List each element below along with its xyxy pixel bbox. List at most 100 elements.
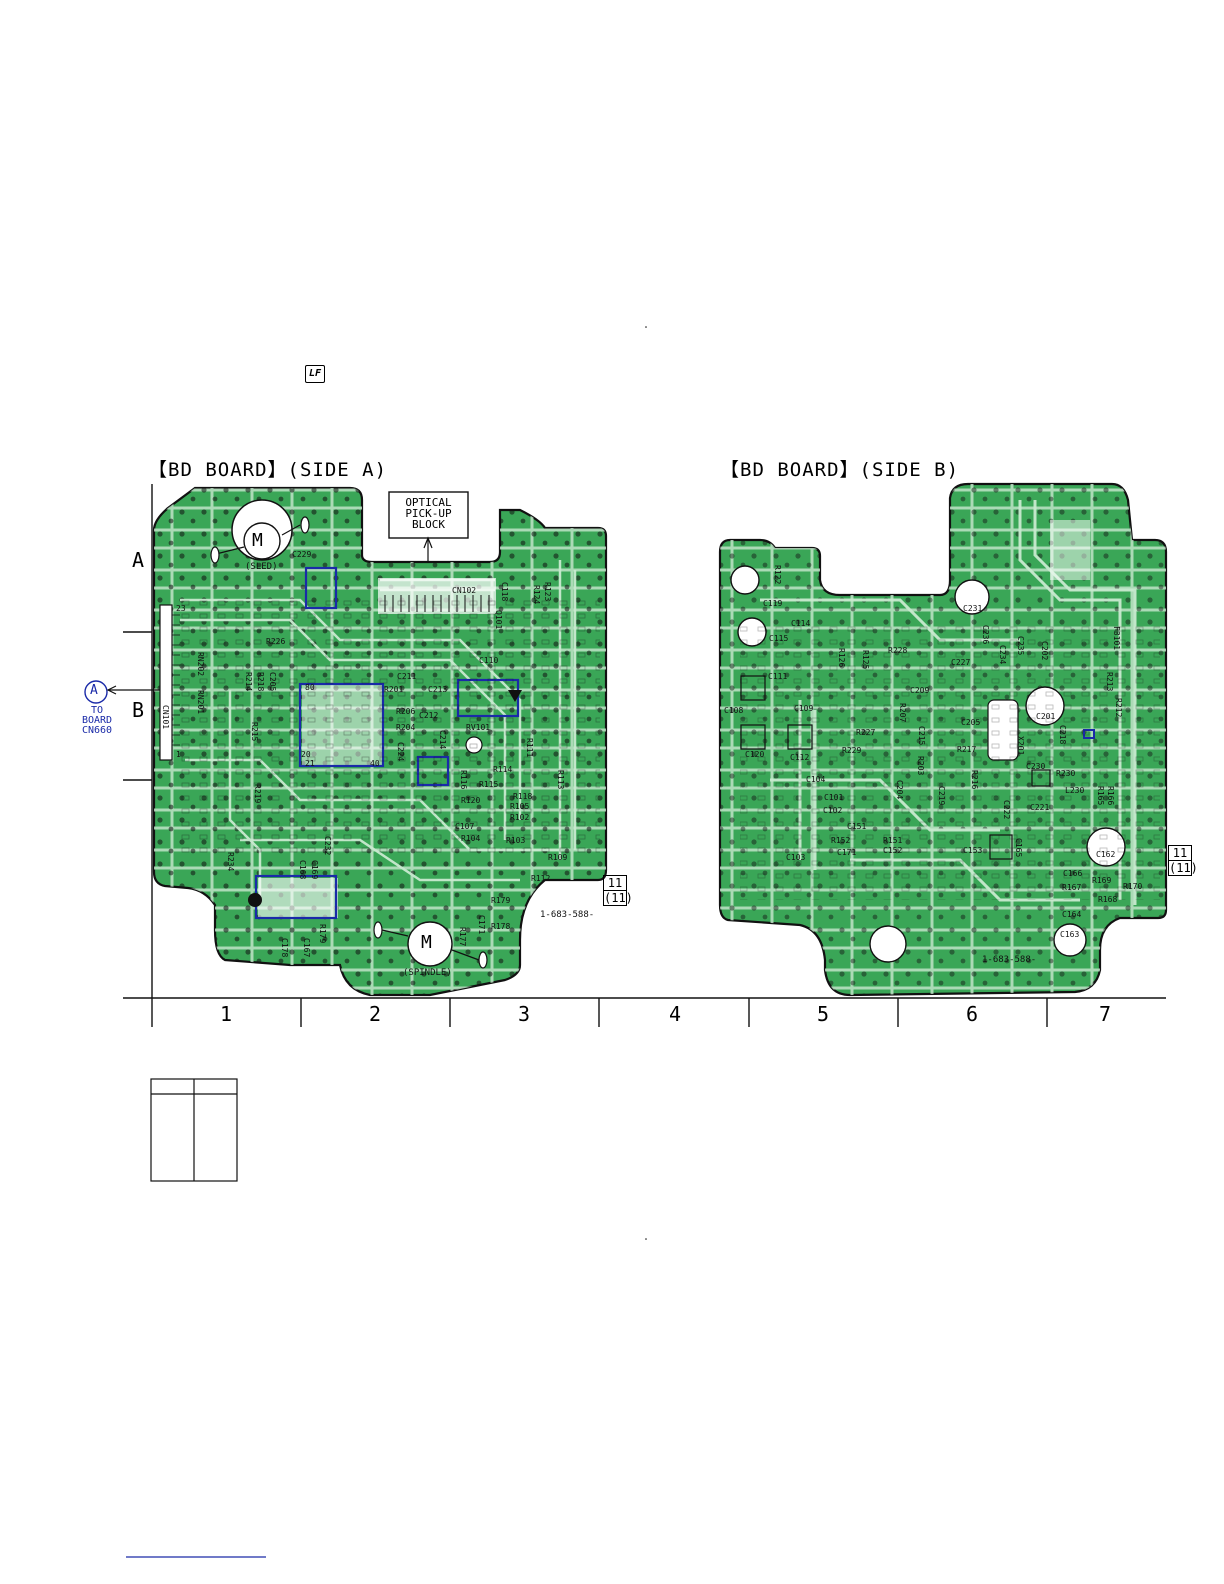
component-label: C201 — [1036, 712, 1056, 721]
component-label: R177 — [458, 927, 467, 947]
side-b-board — [718, 482, 1168, 997]
component-label: C163 — [1060, 930, 1080, 939]
component-label: CN102 — [452, 586, 477, 595]
component-label: R118 — [513, 792, 533, 801]
component-label: C205 — [961, 718, 981, 727]
component-label: R116 — [459, 770, 468, 790]
component-label: R168 — [1098, 895, 1118, 904]
component-label: C212 — [419, 711, 439, 720]
component-label: C213 — [428, 685, 448, 694]
component-label: C221 — [1030, 803, 1050, 812]
component-label: RN202 — [196, 652, 205, 677]
component-label: 40 — [370, 759, 380, 768]
component-label: R179 — [491, 896, 511, 905]
component-label: R115 — [479, 780, 499, 789]
component-label: C166 — [1063, 869, 1083, 878]
component-label: R169 — [1092, 876, 1112, 885]
component-label: F3101 — [1112, 626, 1121, 651]
component-label: 21 — [305, 759, 315, 768]
component-label: R104 — [461, 834, 481, 843]
grid-col-5: 5 — [817, 1002, 830, 1026]
grid-col-3: 3 — [518, 1002, 531, 1026]
component-label: R113 — [556, 770, 565, 790]
component-label: C171 — [477, 915, 486, 935]
component-label: R228 — [888, 646, 908, 655]
component-label: C151 — [847, 822, 867, 831]
component-label: C232 — [323, 836, 332, 856]
component-label: RV101 — [466, 723, 491, 732]
component-label: R212 — [1114, 698, 1123, 718]
component-label: C219 — [937, 786, 946, 806]
component-label: C152 — [883, 846, 903, 855]
component-label: R102 — [510, 813, 530, 822]
component-label: R166 — [1106, 786, 1115, 806]
lf-logo-icon: LF — [305, 365, 325, 383]
component-label: 23 — [176, 604, 186, 613]
side-b-board-number: 1-683-588- — [982, 955, 1037, 965]
component-label: C178 — [280, 938, 289, 958]
component-label: 20 — [301, 750, 311, 759]
component-label: Q101 — [494, 610, 503, 630]
component-label: C235 — [1016, 636, 1025, 656]
component-label: R125 — [861, 650, 870, 670]
component-label: C214 — [438, 730, 447, 750]
component-label: R179 — [318, 924, 327, 944]
component-label: C111 — [768, 672, 788, 681]
component-label: C165 — [1014, 838, 1023, 858]
component-label: C222 — [1002, 800, 1011, 820]
component-label: R230 — [1056, 769, 1076, 778]
component-label: R206 — [396, 707, 416, 716]
sled-motor-label: (SLED) — [245, 562, 278, 572]
side-a-title: 【BD BOARD】(SIDE A) — [148, 459, 388, 481]
component-label: 1 — [176, 750, 181, 759]
component-label: R216 — [970, 770, 979, 790]
component-label: C118 — [500, 582, 509, 602]
component-label: C204 — [895, 780, 904, 800]
grid-lines — [123, 484, 1166, 1027]
component-label: C205 — [268, 672, 277, 692]
component-label: C104 — [806, 775, 826, 784]
component-label: R178 — [491, 922, 511, 931]
spindle-motor-symbol: M — [421, 932, 432, 953]
sled-motor-symbol: M — [252, 530, 263, 551]
component-label: R227 — [856, 728, 876, 737]
component-label: C112 — [790, 753, 810, 762]
component-label: R167 — [1062, 883, 1082, 892]
component-label: R112 — [531, 874, 551, 883]
component-label: C114 — [791, 619, 811, 628]
component-label: C236 — [981, 625, 990, 645]
component-label: C167 — [302, 938, 311, 958]
component-label: X201 — [1016, 736, 1025, 756]
component-label: C215 — [917, 726, 926, 746]
component-label: R203 — [916, 756, 925, 776]
component-label: C107 — [455, 822, 475, 831]
component-label: C115 — [769, 634, 789, 643]
component-label: C110 — [479, 656, 499, 665]
component-label: C169 — [310, 860, 319, 880]
component-label: L230 — [1065, 786, 1085, 795]
component-label: C162 — [1096, 850, 1116, 859]
component-label: C153 — [963, 846, 983, 855]
component-label: C103 — [786, 853, 806, 862]
component-label: R124 — [532, 585, 541, 605]
connector-note: TO BOARD CN660 — [81, 705, 113, 736]
component-label: C101 — [824, 793, 844, 802]
component-label: R105 — [510, 802, 530, 811]
side-a-ref-box: 11 (11) — [603, 875, 633, 906]
component-label: R234 — [226, 852, 235, 872]
component-label: R126 — [837, 648, 846, 668]
component-label: CN101 — [161, 705, 170, 730]
connector-circle-label: A — [90, 683, 98, 698]
grid-col-4: 4 — [669, 1002, 682, 1026]
optical-pickup-label: OPTICAL PICK-UP BLOCK — [405, 496, 452, 531]
component-label: C109 — [794, 704, 814, 713]
component-label: C227 — [951, 658, 971, 667]
grid-col-7: 7 — [1099, 1002, 1112, 1026]
grid-col-2: 2 — [369, 1002, 382, 1026]
component-label: C218 — [1058, 725, 1067, 745]
component-label: R151 — [883, 836, 903, 845]
component-label: R226 — [266, 637, 286, 646]
component-label: R214 — [244, 672, 253, 692]
component-label: R114 — [493, 765, 513, 774]
